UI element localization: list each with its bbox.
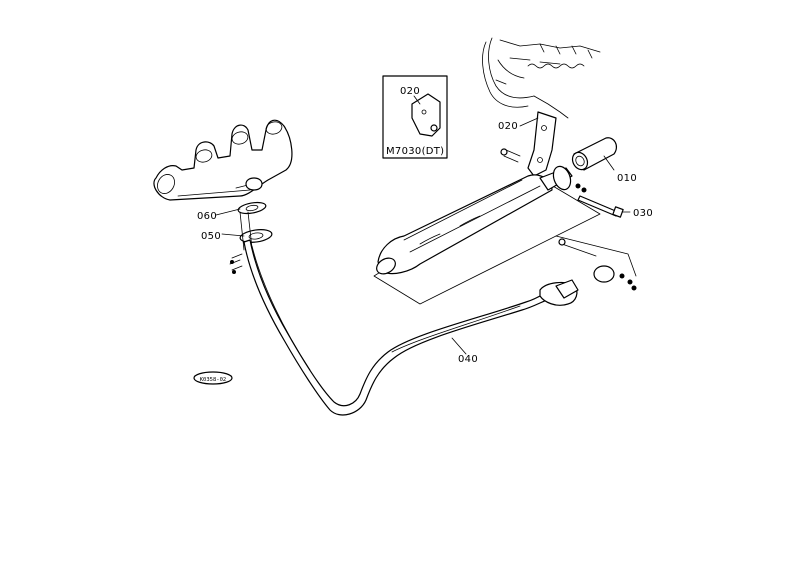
rear-clamp-area [555,235,637,291]
callout-060: 060 [197,211,217,222]
flange-050 [239,229,273,243]
callout-020-upper: 020 [498,121,518,132]
inset-label: M7030(DT) [386,146,444,157]
manifold-bolts [229,211,253,274]
bracket-020-upper [500,111,557,177]
callout-030: 030 [633,208,653,219]
gasket-060 [237,201,267,215]
tail-pipe-010 [571,137,618,171]
inset-box [382,75,448,159]
stamp-code: K0358-02 [200,377,227,383]
muffler-assembly [373,167,601,305]
bracket-020-inset [411,93,441,137]
callout-050: 050 [201,231,221,242]
exhaust-pipe-040 [243,239,579,416]
drawing-code-stamp: K0358-02 [193,371,233,385]
exhaust-manifold [153,119,293,201]
outlet-clamp [552,165,587,193]
leader-lines [215,95,631,355]
bolt-030 [577,195,624,218]
callout-020-inset: 020 [400,86,420,97]
engine-housing-outline [482,37,601,119]
callout-040: 040 [458,354,478,365]
callout-010: 010 [617,173,637,184]
